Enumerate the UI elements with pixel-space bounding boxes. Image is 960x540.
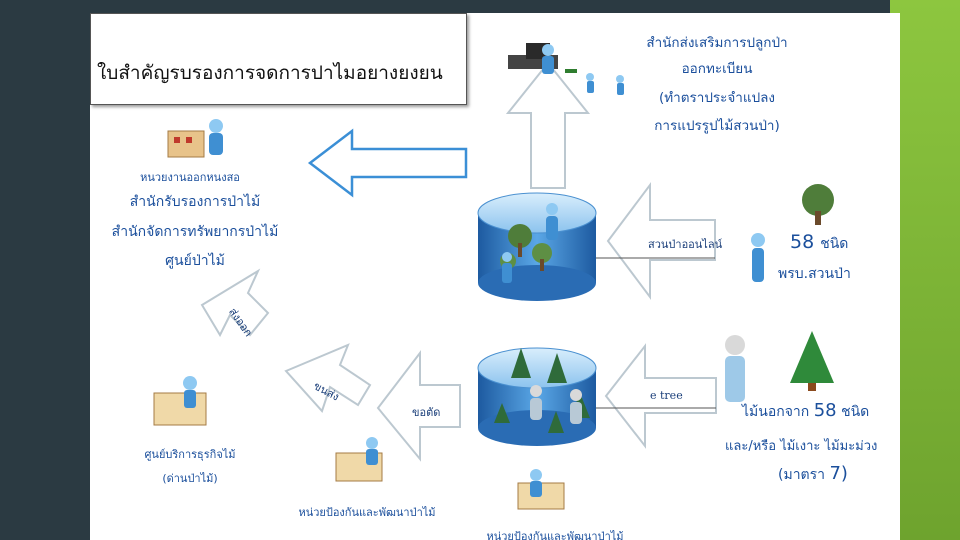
tree-icon <box>802 184 834 225</box>
bottom-mid-label: หน่วยป้องกันและพัฒนาป่าไม้ <box>272 503 462 521</box>
computer-desk-icon <box>508 43 577 74</box>
pine-tree-icon <box>790 331 834 391</box>
right-bottom-line1-b: 58 <box>814 400 837 421</box>
desk-worker-icon <box>518 469 564 509</box>
left-top-line4: ศูนย์ป่าไม้ <box>110 250 280 272</box>
left-top-line3: สำนักจัดการทรัพยากรป่าไม้ <box>95 221 295 243</box>
desk-worker-icon <box>336 437 382 481</box>
db-label-bottom: e tree <box>650 389 683 402</box>
top-right-line2: ออกทะเบียน <box>617 57 817 79</box>
top-right-line1: สำนักส่งเสริมการปลูกป่า <box>617 31 817 53</box>
person-icon <box>725 335 745 402</box>
bottom-left-line2: (ด่านป่าไม้) <box>120 469 260 487</box>
cut-arrow-label: ขอตัด <box>412 403 440 421</box>
right-bottom-line3-b: 7) <box>829 463 847 484</box>
left-top-line1: หนวยงานออกหนงสอ <box>110 168 270 186</box>
law-label: พรบ.สวนป่า <box>778 263 851 285</box>
species-count: 58 ชนิด <box>790 231 848 255</box>
slide: ใบสำคัญรบรองการจดการปาไมอยางยงยน สำนักส่… <box>90 13 900 540</box>
office-building-icon <box>168 119 223 157</box>
db-label-top: สวนป่าออนไลน์ <box>648 235 722 253</box>
up-arrow <box>508 63 588 188</box>
right-bottom-line3-a: (มาตรา <box>778 467 825 483</box>
person-icon <box>751 233 765 282</box>
species-count-unit: ชนิด <box>820 236 848 252</box>
right-bottom-line1-c: ชนิด <box>841 404 869 420</box>
title-box: ใบสำคัญรบรองการจดการปาไมอยางยงยน <box>90 13 467 105</box>
left-pointing-arrow <box>310 131 466 195</box>
right-bottom-line3: (มาตรา 7) <box>778 463 848 486</box>
slide-title: ใบสำคัญรบรองการจดการปาไมอยางยงยน <box>97 58 443 88</box>
right-bottom-line2: และ/หรือ ไม้เงาะ ไม้มะม่วง <box>725 435 877 456</box>
left-top-line2: สำนักรับรองการป่าไม้ <box>105 191 285 213</box>
top-right-line3: (ทำตราประจำแปลง <box>617 86 817 108</box>
green-side-bar <box>890 0 960 540</box>
species-count-number: 58 <box>790 231 814 253</box>
bottom-left-line1: ศูนย์บริการธุรกิจไม้ <box>120 445 260 463</box>
right-bottom-line1: ไม้นอกจาก 58 ชนิด <box>742 400 869 423</box>
top-right-line4: การแปรรูปไม้สวนป่า) <box>617 114 817 136</box>
bottom-cut-label: หน่วยป้องกันและพัฒนาป่าไม้ <box>460 527 650 540</box>
desk-worker-icon <box>154 376 206 425</box>
right-bottom-line1-a: ไม้นอกจาก <box>742 404 809 420</box>
